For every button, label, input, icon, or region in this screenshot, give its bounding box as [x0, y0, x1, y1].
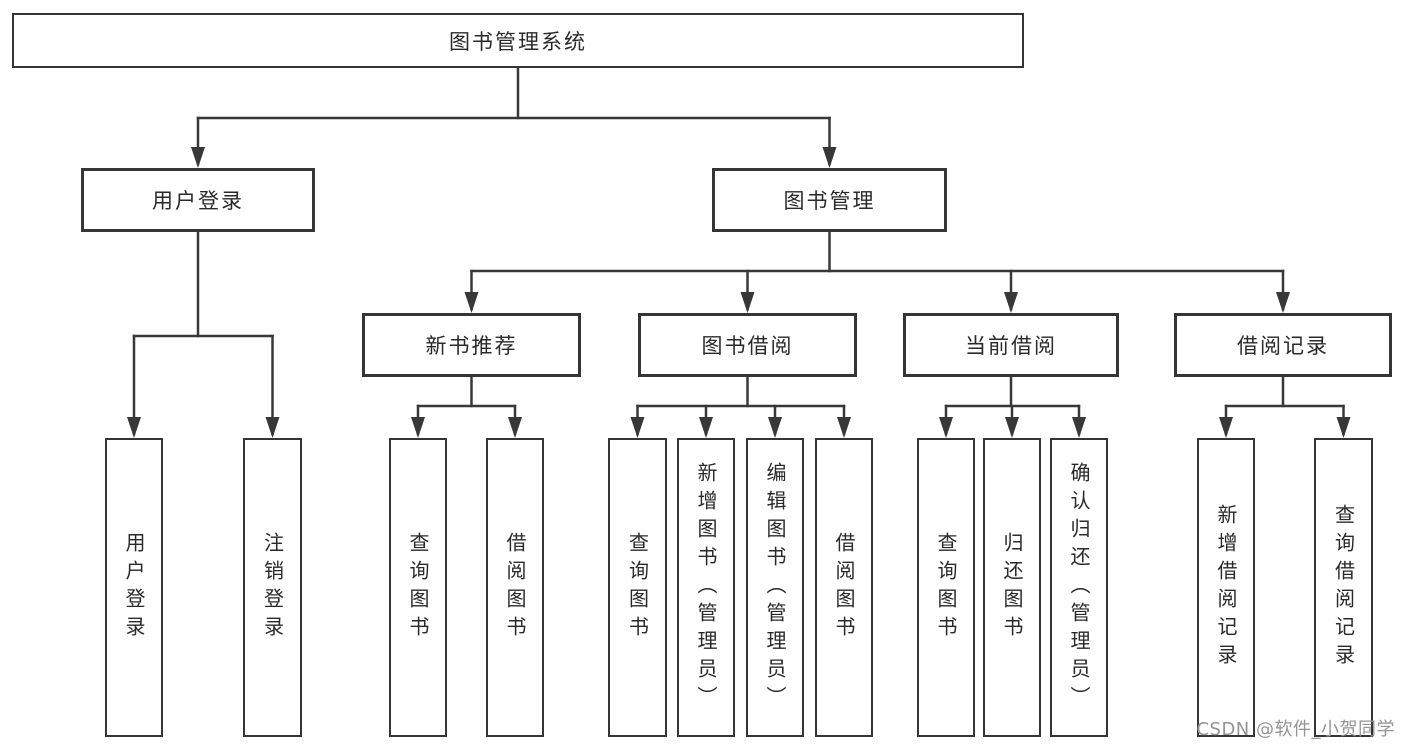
node-label: 借阅图书: [503, 531, 527, 644]
node-current-borrowing: 当前借阅: [903, 313, 1119, 377]
arrowhead-icon: [411, 417, 425, 438]
node-label: 编辑图书（管理员）: [763, 461, 787, 714]
arrowhead-icon: [1276, 292, 1290, 313]
node-label: 查询图书: [934, 531, 958, 644]
node-new-book-recommend: 新书推荐: [362, 313, 581, 377]
arrowhead-icon: [191, 147, 205, 168]
arrowhead-icon: [1219, 417, 1233, 438]
arrowhead-icon: [1005, 417, 1019, 438]
watermark: CSDN @软件_小贺同学: [1196, 719, 1395, 740]
arrowhead-icon: [740, 292, 755, 313]
node-label: 确认归还（管理员）: [1067, 461, 1091, 714]
node-leaf-user-login: 用户登录: [105, 438, 163, 737]
node-leaf-add-books: 新增图书（管理员）: [677, 438, 735, 737]
node-leaf-borrow-books-1: 借阅图书: [486, 438, 544, 737]
node-label: 用户登录: [152, 189, 244, 213]
arrowhead-icon: [464, 292, 479, 313]
node-leaf-query-books-2: 查询图书: [608, 438, 667, 737]
node-user-login: 用户登录: [81, 168, 315, 232]
arrowhead-icon: [127, 417, 141, 438]
node-label: 归还图书: [1000, 531, 1024, 644]
node-label: 查询图书: [406, 531, 430, 644]
node-label: 新增借阅记录: [1214, 503, 1238, 672]
node-book-management: 图书管理: [712, 168, 947, 232]
node-label: 图书管理系统: [449, 29, 587, 54]
arrowhead-icon: [939, 417, 953, 438]
arrowhead-icon: [837, 417, 851, 438]
node-leaf-confirm-return: 确认归还（管理员）: [1050, 438, 1108, 737]
node-library-system: 图书管理系统: [12, 13, 1024, 68]
node-leaf-add-borrow-record: 新增借阅记录: [1197, 438, 1255, 737]
arrowhead-icon: [630, 417, 645, 438]
node-leaf-query-books-1: 查询图书: [389, 438, 447, 737]
node-label: 新增图书（管理员）: [694, 461, 718, 714]
node-book-borrowing: 图书借阅: [638, 313, 857, 377]
node-leaf-edit-books: 编辑图书（管理员）: [746, 438, 804, 737]
node-label: 用户登录: [122, 531, 146, 644]
node-label: 借阅记录: [1237, 334, 1329, 358]
arrowhead-icon: [768, 417, 782, 438]
arrowhead-icon: [1004, 292, 1018, 313]
node-label: 查询借阅记录: [1331, 503, 1356, 672]
node-leaf-return-books: 归还图书: [983, 438, 1041, 737]
node-label: 查询图书: [625, 531, 650, 644]
node-leaf-borrow-books-2: 借阅图书: [815, 438, 873, 737]
node-leaf-query-borrow-record: 查询借阅记录: [1314, 438, 1373, 737]
arrowhead-icon: [1072, 417, 1086, 438]
node-label: 借阅图书: [832, 531, 856, 644]
arrowhead-icon: [699, 417, 713, 438]
node-label: 注销登录: [260, 531, 285, 644]
arrowhead-icon: [265, 417, 280, 438]
arrowhead-icon: [508, 417, 522, 438]
node-label: 图书管理: [783, 189, 876, 213]
arrowhead-icon: [1336, 417, 1351, 438]
node-label: 新书推荐: [425, 334, 518, 358]
node-leaf-logout: 注销登录: [243, 438, 302, 737]
arrowhead-icon: [822, 147, 837, 168]
node-label: 图书借阅: [701, 334, 794, 358]
node-borrowing-records: 借阅记录: [1174, 313, 1392, 377]
node-label: 当前借阅: [965, 334, 1057, 358]
node-leaf-query-books-3: 查询图书: [917, 438, 975, 737]
